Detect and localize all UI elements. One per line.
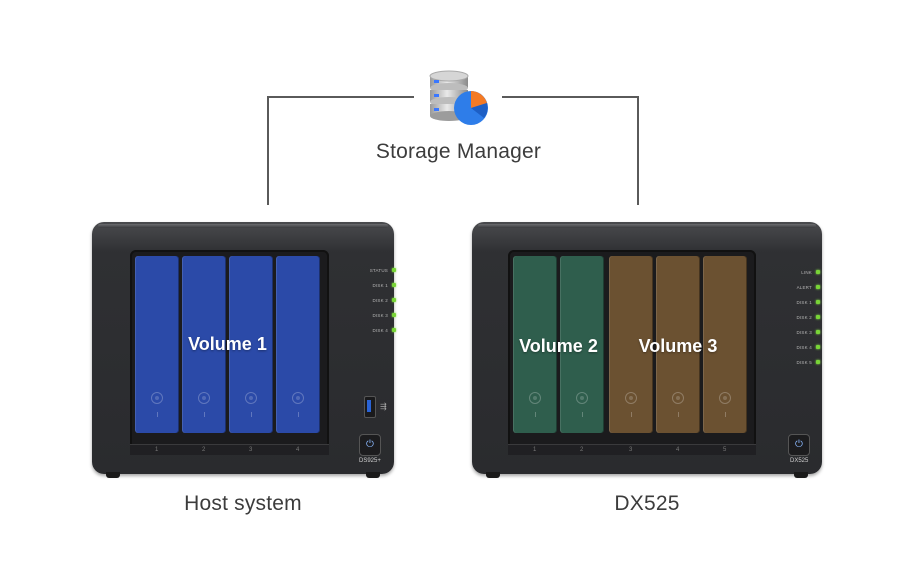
host-drive-3: [229, 256, 273, 433]
led-alert: ALERT: [797, 283, 820, 291]
bay-number: 5: [723, 447, 727, 453]
led-disk-4: DISK 4: [373, 326, 396, 334]
host-model-tag: DS925+: [359, 458, 381, 464]
usb-symbol-icon: ⇶: [380, 402, 387, 411]
led-disk-5: DISK 5: [797, 358, 820, 366]
storage-manager-label: Storage Manager: [375, 140, 542, 163]
host-caption: Host system: [184, 492, 302, 515]
host-foot-right: [366, 472, 380, 478]
bay-number: 1: [533, 447, 537, 453]
led-link: LINK: [801, 268, 820, 276]
volume-3-label: Volume 3: [638, 336, 718, 356]
volume-2-label: Volume 2: [519, 336, 598, 356]
host-drive-1: [135, 256, 179, 433]
expansion-status-panel: LINK ALERT DISK 1 DISK 2 DISK 3 DISK 4 D…: [764, 268, 820, 368]
led-disk-2: DISK 2: [373, 296, 396, 304]
led-icon: [392, 298, 396, 302]
bay-number: 3: [249, 447, 253, 453]
bay-number: 1: [155, 447, 159, 453]
led-icon: [816, 270, 820, 274]
led-icon: [816, 300, 820, 304]
led-icon: [816, 285, 820, 289]
usb-port-icon: [364, 396, 376, 418]
led-disk-1: DISK 1: [373, 281, 396, 289]
led-icon: [816, 330, 820, 334]
expansion-nas-unit: Volume 2 Volume 3 1 2 3 4 5 LINK ALERT D…: [472, 222, 822, 478]
connector-expansion: [502, 96, 639, 205]
volume-1-label: Volume 1: [188, 334, 267, 354]
host-foot-left: [106, 472, 120, 478]
host-bay-base: 1 2 3 4: [130, 444, 329, 455]
storage-manager-icon: [426, 68, 492, 130]
host-drive-4: [276, 256, 320, 433]
led-icon: [816, 360, 820, 364]
led-disk-1: DISK 1: [797, 298, 820, 306]
expansion-drive-2: [560, 256, 604, 433]
led-icon: [392, 268, 396, 272]
expansion-foot-right: [794, 472, 808, 478]
expansion-caption: DX525: [614, 492, 680, 515]
expansion-bay-base: 1 2 3 4 5: [508, 444, 756, 455]
led-icon: [392, 283, 396, 287]
host-status-panel: STATUS DISK 1 DISK 2 DISK 3 DISK 4: [342, 266, 396, 346]
led-disk-2: DISK 2: [797, 313, 820, 321]
expansion-drive-bay: Volume 2 Volume 3 1 2 3 4 5: [508, 250, 756, 455]
led-disk-3: DISK 3: [797, 328, 820, 336]
led-icon: [816, 315, 820, 319]
led-disk-3: DISK 3: [373, 311, 396, 319]
led-icon: [392, 328, 396, 332]
led-disk-4: DISK 4: [797, 343, 820, 351]
host-drive-bay: Volume 1 1 2 3 4: [130, 250, 329, 455]
led-icon: [816, 345, 820, 349]
bay-number: 4: [296, 447, 300, 453]
expansion-power-icon: ⏻: [788, 434, 810, 456]
bay-number: 2: [580, 447, 584, 453]
expansion-model-tag: DX525: [790, 458, 809, 464]
led-status: STATUS: [370, 266, 396, 274]
host-power-icon: ⏻: [359, 434, 381, 456]
bay-number: 3: [629, 447, 633, 453]
host-drive-2: [182, 256, 226, 433]
expansion-drive-5: [703, 256, 747, 433]
bay-number: 4: [676, 447, 680, 453]
expansion-foot-left: [486, 472, 500, 478]
led-icon: [392, 313, 396, 317]
expansion-drive-1: [513, 256, 557, 433]
expansion-drive-4: [656, 256, 700, 433]
connector-host: [267, 96, 414, 205]
expansion-drive-3: [609, 256, 653, 433]
bay-number: 2: [202, 447, 206, 453]
host-nas-unit: Volume 1 1 2 3 4 STATUS DISK 1 DISK 2 DI…: [92, 222, 396, 478]
